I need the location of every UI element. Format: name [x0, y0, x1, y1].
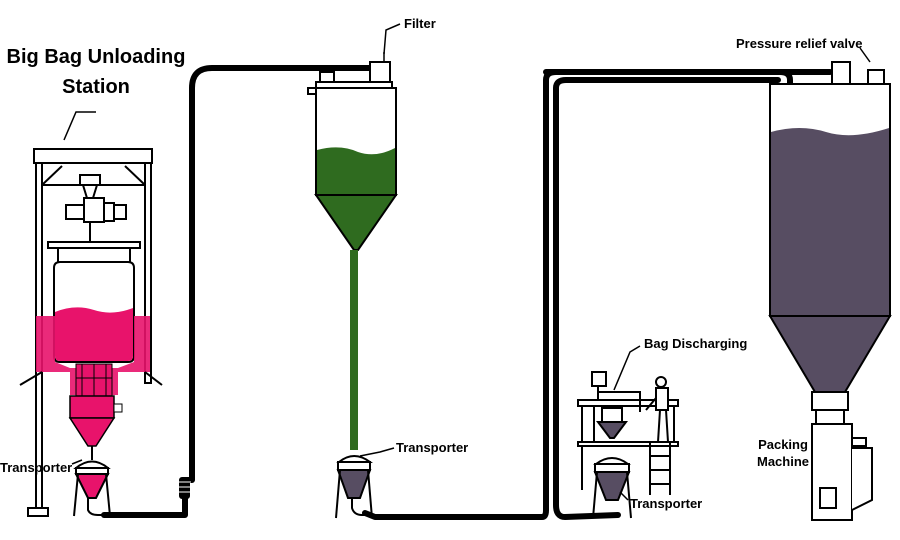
- filter-leader-line: [383, 23, 401, 55]
- transporter-1-vessel: [73, 446, 111, 517]
- filter-vessel: [307, 52, 398, 450]
- dark-material-silo: [771, 128, 889, 316]
- bag-discharging-label: Bag Discharging: [644, 336, 748, 351]
- transporter-label-3: Transporter: [630, 496, 703, 511]
- green-material-vessel: [317, 147, 395, 194]
- transporter-leader-3: [619, 491, 629, 501]
- pink-material-bag: [55, 307, 133, 361]
- transporter-3-vessel: [592, 457, 632, 519]
- transporter-label-1: Transporter: [0, 460, 73, 475]
- flexible-hose: [178, 477, 191, 499]
- ladder-icon: [649, 442, 671, 495]
- worker-figure-icon: [645, 376, 669, 443]
- transporter-label-2: Transporter: [396, 440, 469, 455]
- conveying-pipes: [101, 65, 833, 520]
- station-title: Big Bag Unloading Station: [6, 42, 186, 102]
- pressure-relief-valve-label: Pressure relief valve: [736, 36, 863, 51]
- pipe-station-to-filter: [101, 65, 375, 518]
- valve-leader-line: [859, 47, 871, 63]
- pink-hopper: [68, 395, 123, 447]
- packing-machine-line1: Packing: [758, 437, 808, 452]
- transporter-leader-1: [71, 459, 83, 465]
- station-title-line1: Big Bag Unloading: [6, 46, 186, 68]
- pipe-transporter3-out: [553, 77, 781, 520]
- station-leader-line: [63, 111, 96, 141]
- filter-label: Filter: [404, 16, 436, 31]
- big-bag: [19, 261, 163, 397]
- packing-machine-label: Packing Machine: [752, 436, 814, 470]
- transporter-leader-2: [359, 447, 395, 457]
- station-title-line2: Station: [62, 76, 130, 98]
- bag-discharging-station: [577, 371, 679, 495]
- packing-silo: [768, 61, 892, 521]
- transporter-2-vessel: [335, 455, 374, 519]
- bag-discharge-leader-line: [613, 345, 641, 391]
- packing-machine-line2: Machine: [756, 454, 809, 469]
